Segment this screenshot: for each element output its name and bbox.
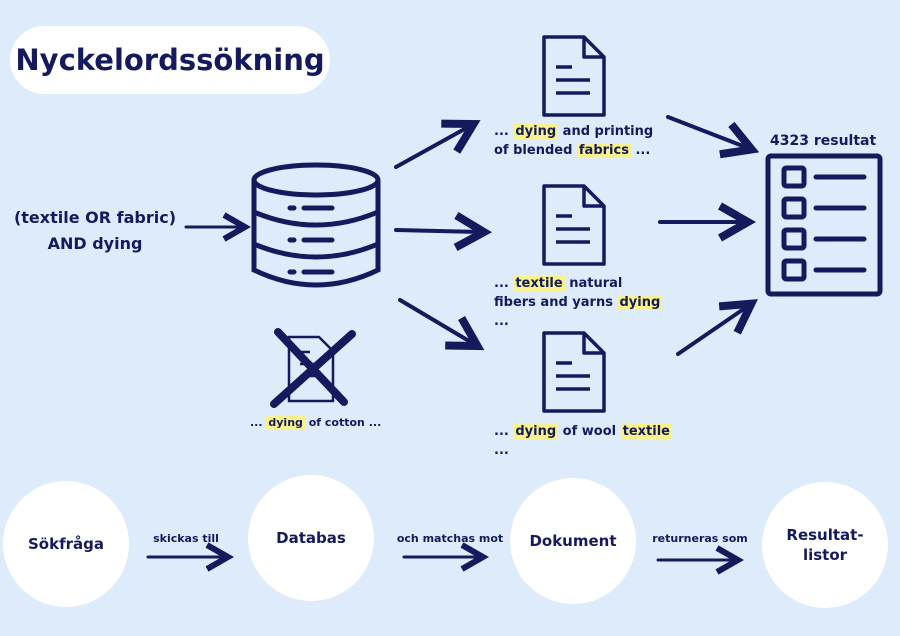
search-query: (textile OR fabric) AND dying [10,205,180,257]
query-line: AND dying [47,234,143,253]
arrow-db-doc3 [398,298,474,344]
highlighted-keyword: textile [620,424,673,439]
snippet-text: of cotton ... [304,416,382,429]
snippet-text: ... [494,124,514,139]
snippet-text: ... [494,276,514,291]
page-title: Nyckelordssökning [10,26,330,94]
connector-label: returneras som [652,532,748,545]
highlighted-keyword: dying [617,295,663,310]
document-icon [542,184,606,266]
document-snippet-3: ... dying of wool textile ... [494,422,684,460]
connector-label: och matchas mot [396,532,504,545]
arrow-db-doc1 [394,126,470,169]
step-databas: Databas [248,475,374,601]
arrow-doc1-results [666,115,748,148]
snippet-text: ... [494,424,514,439]
step-resultatlistor: Resultat- listor [762,482,888,608]
document-icon [542,35,606,117]
results-list-icon [765,153,883,297]
snippet-text: ... [250,416,267,429]
results-count: 4323 resultat [770,133,877,149]
rejected-snippet: ... dying of cotton ... [250,413,381,432]
snippet-text: ... [494,314,509,329]
snippet-text: natural fibers and yarns [494,276,623,310]
highlighted-keyword: dying [513,124,559,139]
document-snippet-2: ... textile natural fibers and yarns dyi… [494,274,664,331]
arrow-db-doc2 [394,230,480,232]
step-dokument: Dokument [510,478,636,604]
highlighted-keyword: textile [513,276,565,291]
snippet-text: of wool [558,424,621,439]
highlighted-keyword: dying [266,416,305,429]
arrow-doc3-results [676,306,748,356]
snippet-text: ... [494,443,509,458]
query-line: (textile OR fabric) [13,208,177,227]
highlighted-keyword: fabrics [576,143,631,158]
step-sokfraga: Sökfråga [3,481,129,607]
document-snippet-1: ... dying and printing of blended fabric… [494,122,664,160]
snippet-text: and printing of blended [494,124,654,158]
connector-label: skickas till [153,532,219,545]
rejected-document-icon [270,328,356,408]
document-icon [542,331,606,413]
highlighted-keyword: dying [513,424,559,439]
snippet-text: ... [630,143,651,158]
database-icon [251,162,381,288]
